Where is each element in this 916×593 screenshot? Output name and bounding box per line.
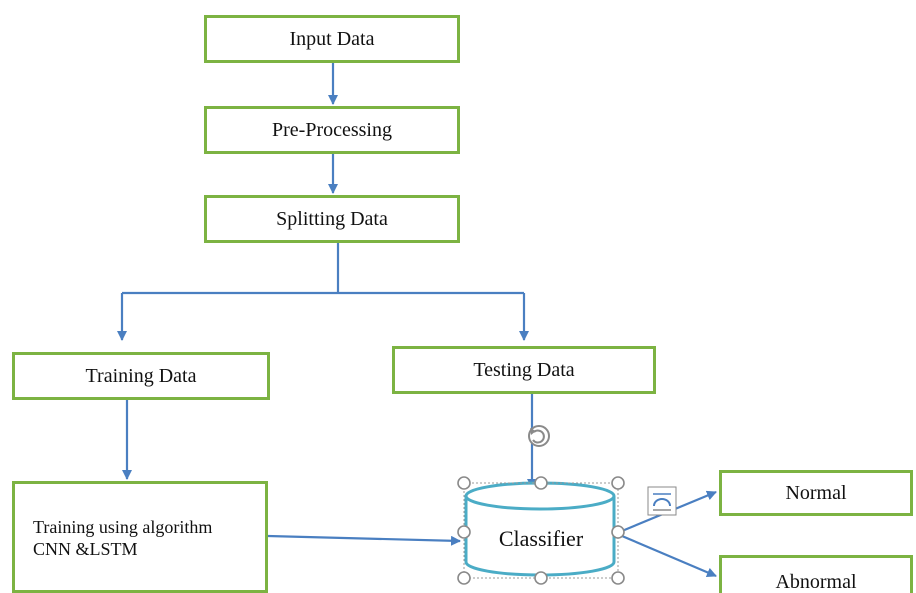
node-training-data-label: Training Data — [85, 364, 197, 387]
node-preprocessing[interactable]: Pre-Processing — [204, 106, 460, 154]
classifier-cylinder[interactable] — [464, 481, 616, 577]
layout-options-icon[interactable] — [647, 486, 677, 516]
resize-handle-bottom-center[interactable] — [534, 571, 548, 585]
node-abnormal-label: Abnormal — [775, 571, 857, 593]
node-training-algorithm[interactable]: Training using algorithm CNN &LSTM — [12, 481, 268, 593]
resize-handle-top-center[interactable] — [534, 476, 548, 490]
node-training-algorithm-line2: CNN &LSTM — [33, 539, 138, 559]
node-input-data-label: Input Data — [289, 27, 375, 50]
resize-handle-middle-right[interactable] — [611, 525, 625, 539]
classifier-label: Classifier — [498, 526, 584, 551]
node-training-data[interactable]: Training Data — [12, 352, 270, 400]
node-normal[interactable]: Normal — [719, 470, 913, 516]
node-testing-data-label: Testing Data — [473, 358, 575, 381]
node-preprocessing-label: Pre-Processing — [272, 118, 392, 141]
rotate-handle-icon[interactable] — [528, 425, 550, 447]
node-splitting-data[interactable]: Splitting Data — [204, 195, 460, 243]
node-abnormal[interactable]: Abnormal — [719, 555, 913, 593]
resize-handle-bottom-left[interactable] — [457, 571, 471, 585]
arrow-algorithm-to-classifier — [267, 534, 461, 546]
node-testing-data[interactable]: Testing Data — [392, 346, 656, 394]
resize-handle-top-left[interactable] — [457, 476, 471, 490]
node-normal-label: Normal — [785, 481, 847, 504]
resize-handle-top-right[interactable] — [611, 476, 625, 490]
node-splitting-data-label: Splitting Data — [276, 207, 388, 230]
node-training-algorithm-line1: Training using algorithm — [33, 517, 213, 537]
node-input-data[interactable]: Input Data — [204, 15, 460, 63]
resize-handle-bottom-right[interactable] — [611, 571, 625, 585]
arrow-classifier-to-abnormal — [621, 534, 717, 578]
resize-handle-middle-left[interactable] — [457, 525, 471, 539]
